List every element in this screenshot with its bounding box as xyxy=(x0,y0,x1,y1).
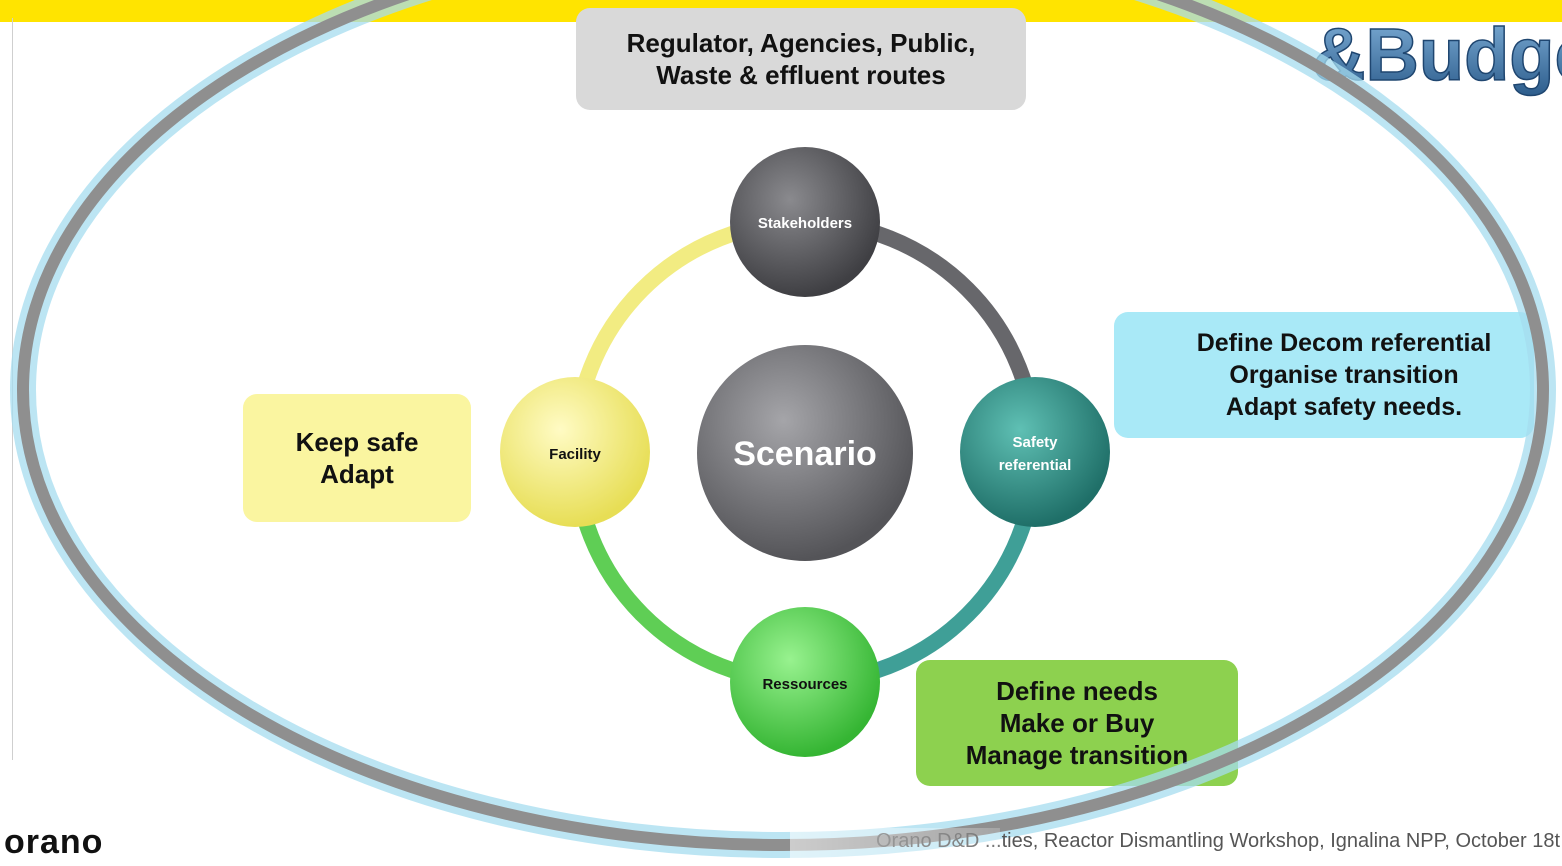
callout-left-line1: Keep safe xyxy=(295,427,419,457)
safety-label-line2: referential xyxy=(999,457,1072,474)
title-fragment: &Budge xyxy=(1312,13,1562,96)
callout-bottom-line3: Manage transition xyxy=(965,740,1189,770)
callout-left-line2: Adapt xyxy=(320,459,394,489)
ressources-label: Ressources xyxy=(762,676,847,693)
callout-top-line1: Regulator, Agencies, Public, xyxy=(626,28,976,58)
callout-right-line1: Define Decom referential xyxy=(1196,329,1492,357)
callout-ressources: Define needs Make or Buy Manage transiti… xyxy=(916,660,1238,786)
scenario-label: Scenario xyxy=(733,435,877,473)
callout-top-line2: Waste & effluent routes xyxy=(656,60,946,90)
footer-caption: Orano D&D ...ties, Reactor Dismantling W… xyxy=(875,830,1560,852)
facility-label: Facility xyxy=(549,446,601,463)
stakeholders-label: Stakeholders xyxy=(758,215,852,232)
orano-logo: orano xyxy=(4,823,104,861)
callout-bottom-line2: Make or Buy xyxy=(999,708,1155,738)
callout-safety: Define Decom referential Organise transi… xyxy=(1114,312,1534,438)
safety-referential-node xyxy=(960,377,1110,527)
left-rule xyxy=(12,18,13,760)
callout-bottom-line1: Define needs xyxy=(996,676,1158,706)
callout-right-line2: Organise transition xyxy=(1229,361,1459,389)
callout-stakeholders: Regulator, Agencies, Public, Waste & eff… xyxy=(576,8,1026,110)
safety-label-line1: Safety xyxy=(1012,434,1058,451)
callout-right-line3: Adapt safety needs. xyxy=(1225,393,1463,421)
callout-facility: Keep safe Adapt xyxy=(243,394,471,522)
footer-ellipse-overlap xyxy=(790,828,1000,858)
